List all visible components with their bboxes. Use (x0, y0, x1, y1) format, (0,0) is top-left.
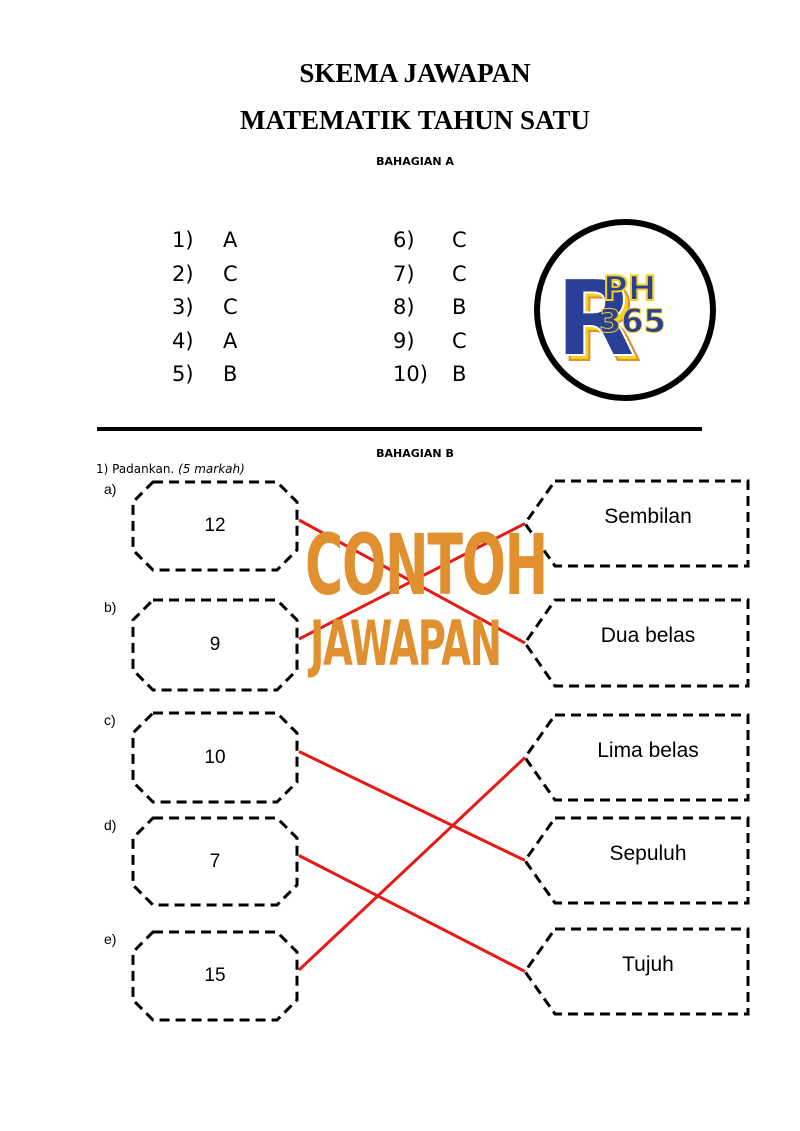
answer-number: 4) (172, 328, 194, 353)
word-box (523, 479, 750, 568)
word-label: Tujuh (622, 953, 674, 976)
octagon-box (131, 816, 299, 907)
number-value: 10 (204, 746, 226, 768)
item-tag: b) (104, 599, 117, 615)
item-tag: e) (104, 931, 117, 947)
svg-text:365: 365 (599, 302, 666, 340)
answer-letter: C (452, 328, 467, 353)
number-value: 15 (204, 965, 226, 986)
number-value: 7 (209, 850, 221, 872)
match-line (298, 854, 526, 973)
match-line (297, 756, 527, 972)
answer-letter: B (452, 295, 467, 319)
match-line (298, 522, 526, 641)
answer-item: 3) C (172, 295, 238, 319)
octagon-box (131, 480, 299, 572)
answer-number: 9) (393, 328, 415, 353)
answer-number: 6) (393, 228, 415, 252)
answer-letter: C (223, 295, 238, 319)
section-b-label: BAHAGIAN B (376, 447, 454, 460)
word-box (523, 598, 750, 688)
word-box (523, 927, 750, 1016)
svg-text:PH: PH (603, 269, 656, 309)
answer-number: 5) (172, 362, 194, 386)
divider (97, 427, 702, 431)
octagon-box (131, 711, 299, 804)
item-tag: c) (104, 712, 116, 728)
watermark-contoh: CONTOH (305, 516, 548, 614)
answer-item: 5) B (172, 362, 237, 386)
answer-item: 4) A (172, 328, 237, 353)
svg-text:R: R (560, 263, 641, 385)
section-a-label: BAHAGIAN A (376, 155, 454, 168)
word-label: Sepuluh (609, 842, 687, 865)
answer-item: 8) B (393, 295, 466, 319)
answer-number: 2) (172, 261, 194, 286)
answer-number: 3) (172, 295, 194, 319)
word-box (523, 816, 750, 905)
question-marks: (5 markah) (178, 462, 245, 476)
question-text: 1) Padankan. (96, 462, 175, 476)
title-line1: SKEMA JAWAPAN (299, 58, 531, 88)
answer-letter: A (223, 228, 238, 252)
answer-letter: C (452, 261, 467, 286)
answer-item: 2) C (172, 261, 238, 286)
svg-text:R: R (555, 258, 636, 380)
word-label: Sembilan (604, 505, 692, 528)
number-value: 9 (209, 634, 221, 655)
match-line (298, 750, 526, 862)
answer-letter: A (223, 328, 238, 353)
answer-item: 7) C (393, 261, 467, 286)
octagon-box (131, 930, 299, 1022)
answer-letter: C (452, 228, 467, 252)
answer-letter: C (223, 261, 238, 286)
title-line2: MATEMATIK TAHUN SATU (239, 105, 591, 135)
word-label: Dua belas (600, 624, 696, 647)
item-tag: d) (104, 817, 117, 833)
octagon-box (131, 598, 299, 692)
number-value: 12 (204, 515, 226, 536)
word-label: Lima belas (597, 739, 699, 762)
word-box (523, 713, 750, 802)
answer-item: 1) A (172, 228, 237, 252)
answer-number: 8) (393, 295, 415, 319)
watermark-jawapan: JAWAPAN (310, 607, 502, 680)
answer-item: 10) B (393, 362, 466, 386)
answer-number: 1) (172, 228, 194, 252)
answer-item: 6) C (393, 228, 467, 252)
answer-letter: B (452, 362, 467, 386)
answer-item: 9) C (393, 328, 467, 353)
item-tag: a) (104, 481, 117, 497)
question: 1) Padankan. (5 markah) (96, 462, 245, 476)
answer-number: 7) (393, 261, 415, 286)
answer-letter: B (223, 362, 238, 386)
answer-number: 10) (393, 362, 428, 386)
